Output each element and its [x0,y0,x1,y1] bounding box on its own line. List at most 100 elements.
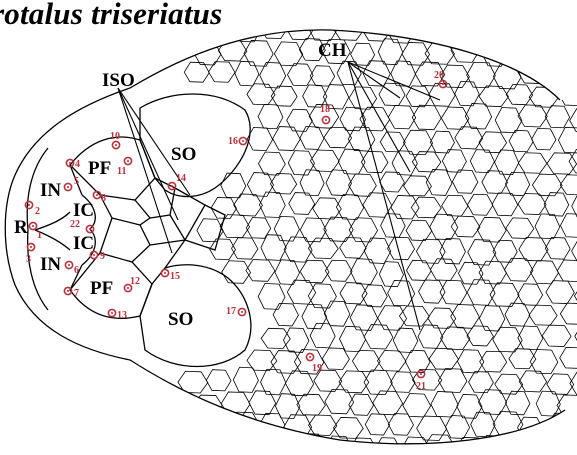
region-label-so-top: SO [171,144,196,165]
body-scale [570,109,577,133]
body-scale [570,62,577,86]
body-scale [518,284,543,306]
body-scale [452,170,477,193]
body-scale [430,259,457,281]
body-scale [510,437,534,450]
body-scale [364,325,393,349]
body-scale [560,303,577,324]
body-scale [545,237,570,259]
body-scale [560,214,577,238]
landmark-21: 21 [416,370,426,392]
body-scale [466,21,493,42]
body-scale [308,15,338,41]
landmark-number: 21 [416,381,426,392]
landmark-11: 11 [117,157,132,177]
body-scale [181,412,206,437]
body-scale [403,394,431,417]
intersupraocular-plates [132,178,225,268]
landmark-dot [127,287,129,289]
body-scale [445,416,469,439]
body-scale [247,173,273,197]
body-scale [442,16,466,42]
body-scale [197,219,223,242]
landmark-dot [420,373,422,375]
body-scale [352,350,380,371]
body-scale [455,81,479,105]
body-scale [504,258,533,281]
body-scale [536,391,560,416]
landmark-15: 15 [161,269,180,282]
body-scale [269,438,297,450]
landmark-dot [89,228,91,230]
body-scale [393,328,418,352]
body-scale [287,280,315,304]
body-scale [377,350,405,371]
body-scale [297,394,325,415]
body-scale [440,280,467,304]
body-scale [440,238,466,264]
landmark-number: 6 [74,265,79,276]
body-scale [470,150,494,173]
body-scale [544,193,569,217]
body-scale [246,436,273,450]
body-scale [273,303,298,326]
body-scale [529,87,558,107]
body-scale [246,260,275,282]
landmark-12: 12 [124,276,140,292]
landmark-number: 8 [101,193,106,204]
body-scale [351,259,378,285]
landmark-dot [30,246,32,248]
body-scale [388,22,415,43]
landmark-number: 22 [70,219,80,230]
body-scale [405,350,430,372]
body-scale [310,150,339,172]
body-scale [431,391,458,417]
body-scale [218,40,246,61]
body-scale [558,127,577,153]
body-scale [518,153,547,174]
body-scale [287,64,313,86]
body-scale [419,280,446,303]
body-scale [258,104,283,128]
body-scale [518,105,547,127]
landmark-number: 4 [75,159,80,170]
body-scale [517,18,544,39]
body-scale [274,42,302,66]
body-scale [391,195,419,219]
landmark-16: 16 [228,136,247,147]
region-label-pf-top: PF [88,158,111,179]
body-scale [441,327,470,350]
landmark-dot [171,185,173,187]
body-scale [441,107,469,129]
body-scale [519,371,546,392]
body-scale [477,217,506,242]
landmark-3: 3 [26,243,35,265]
landmark-7: 7 [64,287,79,299]
landmark-13: 13 [108,309,127,321]
landmark-number: 17 [226,306,236,317]
region-label-so-bottom: SO [168,309,193,330]
leader-lines [118,62,440,330]
landmark-dot [325,119,327,121]
body-scale [451,216,480,237]
body-scale [505,391,529,415]
body-scale [545,106,569,128]
body-scale [232,238,258,260]
body-scale [221,437,249,450]
landmark-number: 19 [312,363,322,374]
landmark-number: 10 [110,131,120,142]
body-scale [412,105,441,129]
body-scale [270,173,296,194]
body-scale [529,305,557,325]
body-scale [416,239,445,263]
landmark-dot [32,225,34,227]
landmark-number: 5 [74,176,79,187]
body-scale [247,84,275,105]
body-scale [309,415,337,435]
body-scale [285,371,313,396]
body-scale [340,237,367,258]
body-scale [334,19,364,40]
region-label-in-top: IN [40,180,61,201]
body-scale [451,38,479,62]
